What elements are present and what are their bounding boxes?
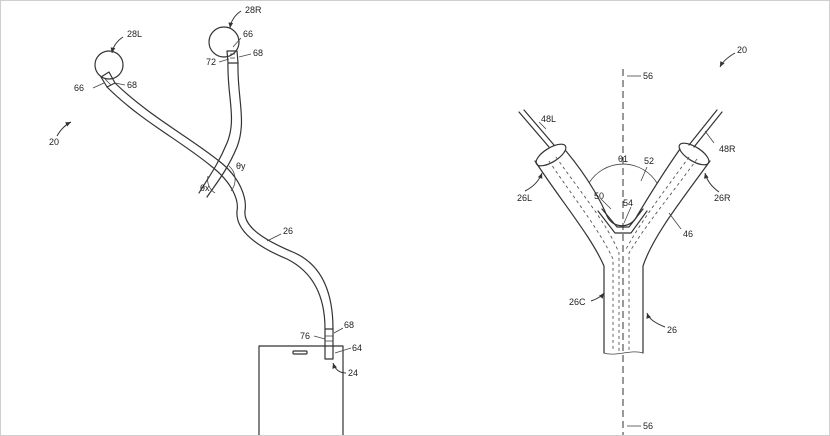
- y-outer-right: [642, 160, 711, 354]
- label-68-bottom: 68: [344, 320, 354, 330]
- label-68-left: 68: [127, 80, 137, 90]
- label-66-right: 66: [243, 29, 253, 39]
- angle-arc-y: [228, 165, 236, 192]
- wire-left-a: [518, 111, 550, 148]
- y-inner-crotch: [565, 148, 681, 227]
- branch-top-left: [535, 143, 567, 167]
- angle-arc-x: [207, 175, 216, 194]
- device-speaker-slot: [292, 350, 308, 355]
- left-figure: 28L 28R 66 68 72 66 68 20 θy θx 26 68 76…: [49, 5, 362, 435]
- label-26-left: 26: [283, 226, 293, 236]
- label-56-top: 56: [643, 71, 653, 81]
- wire-right-b: [693, 111, 723, 148]
- cable-left-a: [106, 86, 238, 212]
- portable-device: [258, 345, 344, 435]
- label-48L: 48L: [541, 114, 556, 124]
- earbud-left-shape: [94, 50, 124, 80]
- label-theta1: θ1: [618, 154, 628, 164]
- wire-right-a: [688, 109, 718, 146]
- label-66-left: 66: [74, 83, 84, 93]
- label-46: 46: [683, 229, 693, 239]
- y-bottom-cut: [603, 351, 644, 355]
- label-76: 76: [300, 331, 310, 341]
- label-52: 52: [644, 156, 654, 166]
- angle-arc-theta1: [588, 163, 658, 184]
- label-56-bottom: 56: [643, 421, 653, 431]
- label-24: 24: [348, 368, 358, 378]
- cable-right-b: [206, 62, 243, 198]
- label-64: 64: [352, 343, 362, 353]
- label-20-right: 20: [737, 45, 747, 55]
- label-28R: 28R: [245, 5, 262, 15]
- label-26L: 26L: [517, 193, 532, 203]
- label-26-right: 26: [667, 325, 677, 335]
- right-figure: 20 56 48L 48R θ1 52 50 54 26L 26R 46 26C…: [517, 45, 747, 435]
- cable-main-a: [236, 210, 326, 330]
- earbud-right-shape: [208, 26, 240, 58]
- insert-outer: [597, 210, 648, 234]
- strain-relief-right: [226, 50, 239, 64]
- label-20-left: 20: [49, 137, 59, 147]
- connector-boot: [324, 328, 334, 360]
- cable-main-b: [244, 210, 334, 330]
- wire-left-b: [523, 109, 555, 146]
- label-26C: 26C: [569, 297, 586, 307]
- label-72: 72: [206, 57, 216, 67]
- insert-inner: [601, 208, 644, 228]
- branch-top-right: [678, 142, 710, 166]
- label-50: 50: [594, 191, 604, 201]
- cable-right-a: [198, 62, 233, 194]
- label-theta-y: θy: [236, 161, 246, 171]
- label-54: 54: [623, 198, 633, 208]
- y-outer-left: [534, 160, 605, 354]
- label-68-right: 68: [253, 48, 263, 58]
- cable-left-b: [114, 82, 246, 212]
- label-theta-x: θx: [200, 183, 210, 193]
- label-48R: 48R: [719, 144, 736, 154]
- label-26R: 26R: [714, 193, 731, 203]
- label-28L: 28L: [127, 29, 142, 39]
